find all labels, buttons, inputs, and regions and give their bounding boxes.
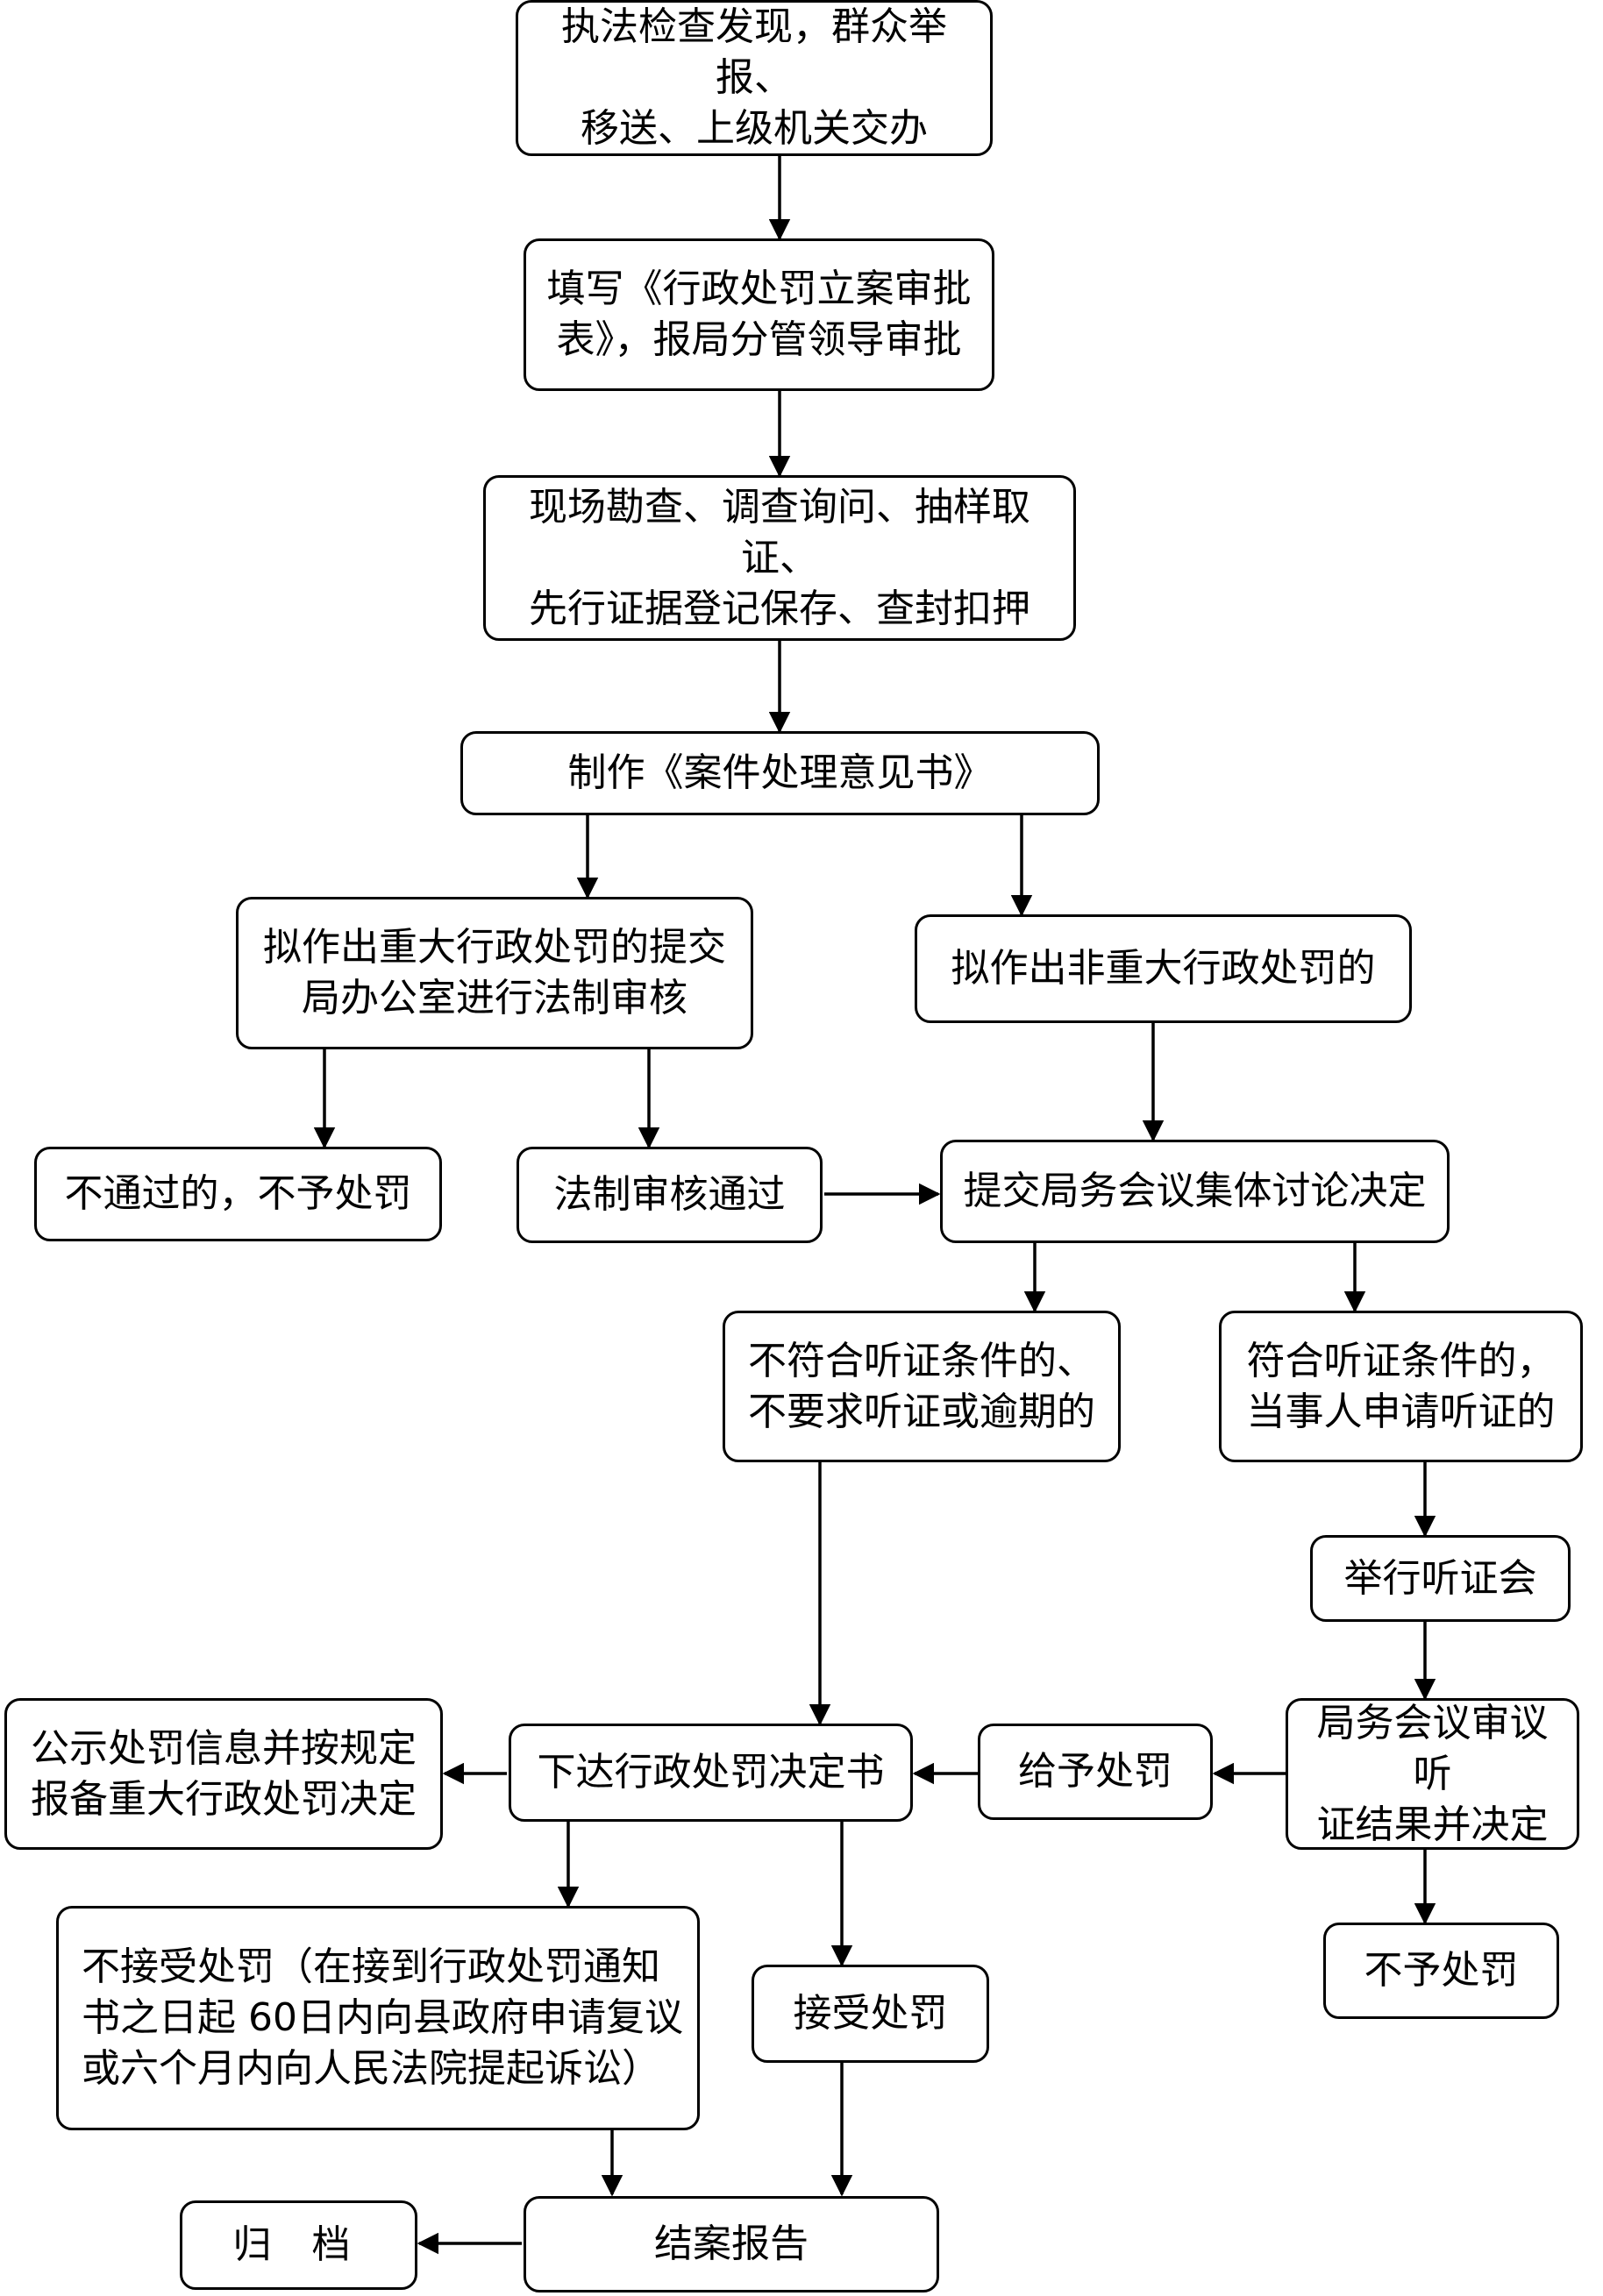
flow-node-label: 拟作出非重大行政处罚的 xyxy=(951,946,1376,991)
flow-node-label: 下达行政处罚决定书 xyxy=(537,1750,885,1795)
flow-node-label: 提交局务会议集体讨论决定 xyxy=(963,1169,1427,1213)
flow-node-hearing-requested: 符合听证条件的， 当事人申请听证的 xyxy=(1219,1311,1583,1462)
flow-node-no-hearing: 不符合听证条件的、 不要求听证或逾期的 xyxy=(723,1311,1121,1462)
flow-node-label: 填写《行政处罚立案审批 表》，报局分管领导审批 xyxy=(546,267,972,362)
flow-node-review-passed: 法制审核通过 xyxy=(517,1147,823,1243)
flow-node-no-penalty: 不予处罚 xyxy=(1323,1923,1559,2019)
flow-node-bureau-meeting: 提交局务会议集体讨论决定 xyxy=(940,1140,1450,1243)
flow-node-label: 给予处罚 xyxy=(1018,1749,1172,1794)
flow-node-major-penalty-review: 拟作出重大行政处罚的提交 局办公室进行法制审核 xyxy=(236,897,753,1049)
flow-node-case-opinion: 制作《案件处理意见书》 xyxy=(460,731,1100,815)
flow-node-label: 制作《案件处理意见书》 xyxy=(567,750,993,795)
flow-node-label: 接受处罚 xyxy=(793,1991,948,2036)
flow-node-impose-penalty: 给予处罚 xyxy=(978,1724,1213,1820)
flow-node-label: 不通过的，不予处罚 xyxy=(64,1171,412,1216)
flow-node-label: 不予处罚 xyxy=(1364,1948,1519,1993)
flow-node-review-failed: 不通过的，不予处罚 xyxy=(34,1147,442,1241)
flow-node-publicize-penalty: 公示处罚信息并按规定 报备重大行政处罚决定 xyxy=(4,1698,443,1850)
flow-node-closing-report: 结案报告 xyxy=(524,2196,939,2292)
flow-node-archive: 归 档 xyxy=(180,2200,417,2290)
flow-node-label: 现场勘查、调查询问、抽样取证、 先行证据登记保存、查封扣押 xyxy=(529,484,1030,631)
flow-node-reject-penalty: 不接受处罚（在接到行政处罚通知 书之日起 60日内向县政府申请复议 或六个月内向… xyxy=(56,1906,700,2130)
flow-node-label: 法制审核通过 xyxy=(553,1172,786,1217)
flow-node-non-major-penalty: 拟作出非重大行政处罚的 xyxy=(915,914,1412,1023)
flow-node-label: 局务会议审议听 证结果并决定 xyxy=(1316,1700,1549,1847)
flow-node-accept-penalty: 接受处罚 xyxy=(752,1965,989,2063)
flow-node-filing-approval: 填写《行政处罚立案审批 表》，报局分管领导审批 xyxy=(524,238,994,391)
flow-node-case-source: 执法检查发现，群众举报、 移送、上级机关交办 xyxy=(516,0,993,156)
flow-node-hearing-result-decision: 局务会议审议听 证结果并决定 xyxy=(1286,1698,1579,1850)
flow-node-label: 不符合听证条件的、 不要求听证或逾期的 xyxy=(748,1338,1095,1434)
flow-node-label: 归 档 xyxy=(232,2222,365,2267)
flow-node-label: 不接受处罚（在接到行政处罚通知 书之日起 60日内向县政府申请复议 或六个月内向… xyxy=(82,1944,683,2091)
flow-node-hold-hearing: 举行听证会 xyxy=(1310,1535,1571,1622)
flow-node-issue-decision: 下达行政处罚决定书 xyxy=(509,1724,913,1822)
flow-node-label: 符合听证条件的， 当事人申请听证的 xyxy=(1246,1338,1556,1434)
flow-node-label: 拟作出重大行政处罚的提交 局办公室进行法制审核 xyxy=(263,925,726,1020)
flow-node-label: 执法检查发现，群众举报、 移送、上级机关交办 xyxy=(561,4,947,151)
flow-node-label: 举行听证会 xyxy=(1343,1555,1537,1601)
flow-node-label: 结案报告 xyxy=(654,2221,809,2266)
flow-node-label: 公示处罚信息并按规定 报备重大行政处罚决定 xyxy=(31,1725,417,1822)
flow-node-investigation: 现场勘查、调查询问、抽样取证、 先行证据登记保存、查封扣押 xyxy=(483,475,1076,641)
